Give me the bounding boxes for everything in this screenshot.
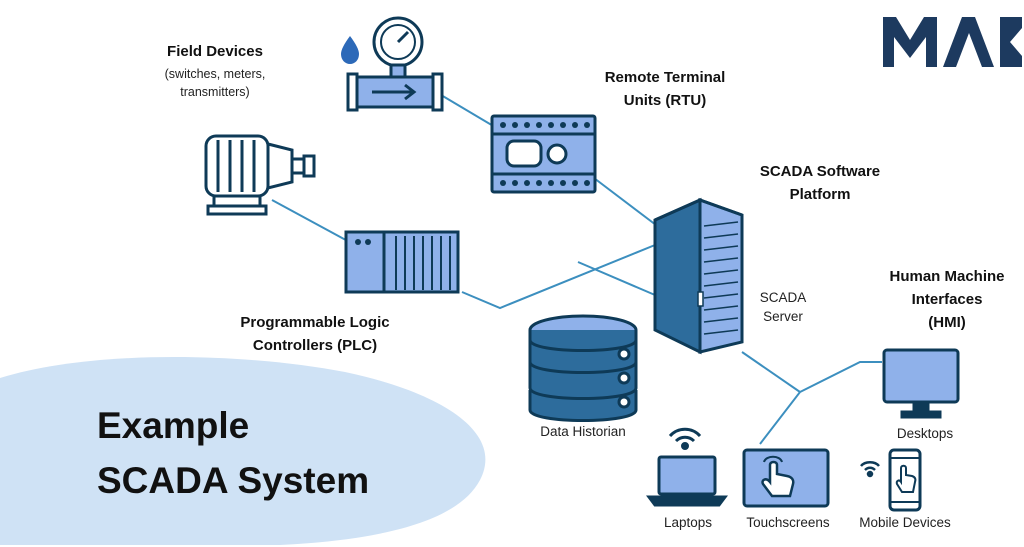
mac-logo: [883, 17, 1022, 67]
rtu-terminal-dots: [500, 122, 590, 186]
touchscreens-label: Touchscreens: [746, 515, 830, 530]
field-devices-sub-line1: (switches, meters,: [164, 67, 266, 81]
data-historian-label: Data Historian: [540, 424, 626, 439]
scada-server-label-line1: SCADA: [759, 290, 807, 305]
laptops-label: Laptops: [663, 515, 713, 530]
plc-icon: [344, 230, 460, 294]
wifi-icon: [668, 427, 702, 450]
scada-platform-label-line1: SCADA Software: [759, 163, 881, 180]
title-background-blob: [0, 356, 486, 545]
plc-label-line2: Controllers (PLC): [252, 337, 378, 354]
laptop-icon: [646, 455, 728, 507]
database-icon: [528, 314, 638, 422]
scada-server-label-line2: Server: [763, 309, 803, 324]
flow-meter-icon: [341, 16, 444, 112]
rtu-icon: [490, 114, 597, 194]
desktop-icon: [882, 348, 960, 419]
plc-label-line1: Programmable Logic: [240, 314, 390, 331]
motor-icon: [204, 134, 316, 216]
title-line1: Example: [97, 405, 250, 446]
mobile-wifi-icon: [860, 461, 880, 478]
field-devices-label: Field Devices: [167, 43, 263, 60]
scada-platform-label-line2: Platform: [789, 186, 851, 203]
connector-lines: [271, 91, 882, 445]
mobile-devices-label: Mobile Devices: [859, 515, 951, 530]
field-devices-sub-line2: transmitters): [180, 85, 250, 99]
rtu-label-line1: Remote Terminal: [604, 69, 726, 86]
hmi-label-line3: (HMI): [928, 314, 966, 331]
desktops-label: Desktops: [896, 426, 954, 441]
hmi-label-line1: Human Machine: [889, 268, 1005, 285]
title-line2: SCADA System: [97, 460, 370, 501]
server-rack-icon: [653, 197, 744, 355]
touchscreen-icon: [742, 448, 830, 508]
mobile-phone-icon: [888, 448, 922, 512]
rtu-label-line2: Units (RTU): [623, 92, 707, 109]
hmi-label-line2: Interfaces: [911, 291, 983, 308]
